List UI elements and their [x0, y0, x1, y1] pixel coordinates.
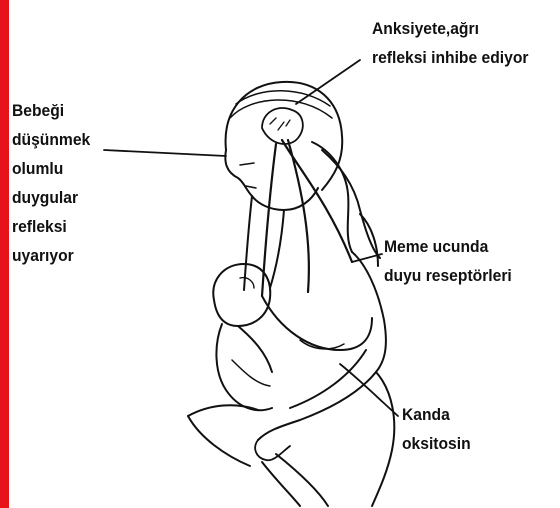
label-line: olumlu	[12, 154, 90, 183]
nerve-path-2	[288, 140, 309, 292]
label-line: oksitosin	[402, 429, 471, 458]
mother-breast	[262, 296, 372, 350]
brain-icon	[262, 108, 303, 144]
label-line: Kanda	[402, 400, 471, 429]
label-line: duygular	[12, 183, 90, 212]
label-line: Meme ucunda	[384, 232, 512, 261]
label-line: Bebeği	[12, 96, 90, 125]
leader-baby	[104, 150, 226, 156]
label-anxiety-pain: Anksiyete,ağrı refleksi inhibe ediyor	[372, 14, 528, 72]
label-line: refleksi	[12, 212, 90, 241]
mother-arm	[258, 372, 376, 440]
label-blood-oxytocin: Kanda oksitosin	[402, 400, 471, 458]
label-line: uyarıyor	[12, 241, 90, 270]
leader-blood	[340, 364, 398, 416]
baby-body	[216, 324, 272, 410]
label-line: Anksiyete,ağrı	[372, 14, 528, 43]
label-line: duyu reseptörleri	[384, 261, 512, 290]
mother-head	[226, 82, 343, 190]
label-thinking-of-baby: Bebeği düşünmek olumlu duygular refleksi…	[12, 96, 90, 270]
label-nipple-receptors: Meme ucunda duyu reseptörleri	[384, 232, 512, 290]
label-line: düşünmek	[12, 125, 90, 154]
label-line: refleksi inhibe ediyor	[372, 43, 528, 72]
